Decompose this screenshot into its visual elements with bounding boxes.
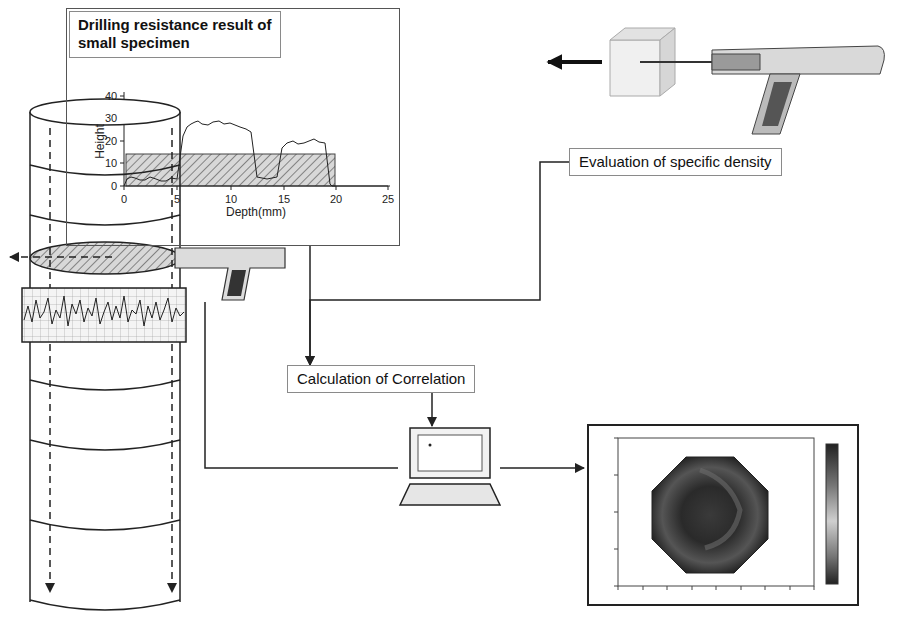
axis-title: Height — [94, 124, 107, 159]
tick-label: 30 — [105, 112, 117, 125]
drill-specimen — [548, 28, 884, 134]
tick-label: 10 — [105, 157, 117, 170]
tick-label: 20 — [330, 193, 342, 206]
tick-label: 20 — [105, 135, 117, 148]
tick-label: 25 — [382, 193, 394, 206]
tick-label: 0 — [121, 193, 127, 206]
box-label: Evaluation of specific density — [579, 153, 772, 171]
tree-trunk — [10, 99, 398, 610]
panel-heading: Drilling resistance result of small spec… — [69, 11, 281, 58]
computer — [400, 393, 584, 505]
box-label: Calculation of Correlation — [297, 370, 465, 388]
flow-arrow — [310, 162, 569, 365]
tick-label: 40 — [105, 90, 117, 103]
process-box: Evaluation of specific density — [569, 148, 782, 176]
process-box: Calculation of Correlation — [287, 365, 475, 393]
axis-title: Depth(mm) — [226, 206, 286, 219]
tick-label: 5 — [174, 193, 180, 206]
tomogram-image — [588, 425, 858, 605]
tick-label: 0 — [111, 180, 117, 193]
tick-label: 15 — [278, 193, 290, 206]
tick-label: 10 — [225, 193, 237, 206]
